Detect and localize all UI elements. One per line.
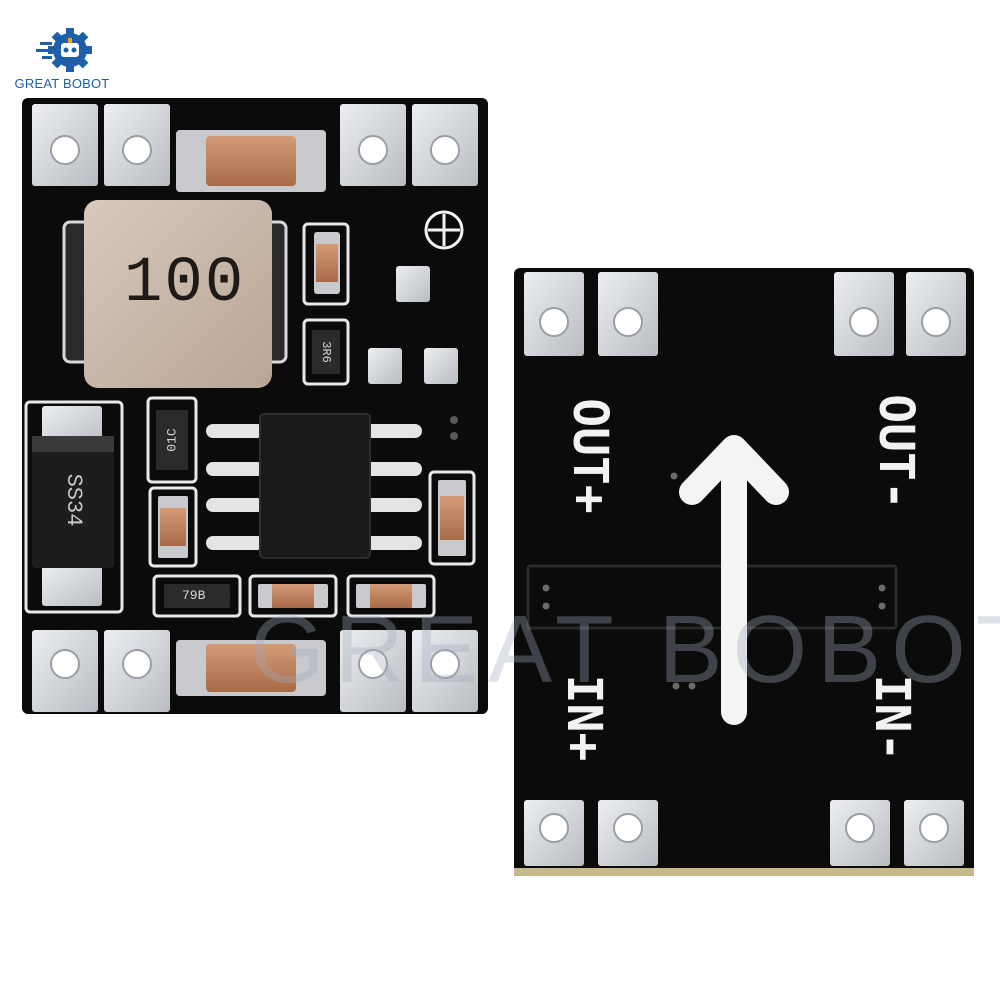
resistor-3r6 — [312, 330, 340, 374]
resistor-marking-3r6: 3R6 — [319, 341, 333, 363]
test-pad — [396, 266, 430, 302]
pads-bottom — [32, 630, 478, 712]
arrow-up-icon — [679, 435, 789, 725]
capacitor-small-1 — [316, 244, 338, 282]
resistor-79b — [164, 584, 230, 608]
capacitor-small-3 — [440, 496, 464, 540]
pads-top — [32, 104, 478, 186]
capacitor-top — [206, 136, 296, 186]
capacitor-small-4 — [272, 584, 314, 608]
inductor — [84, 200, 272, 388]
label-out-minus: OUT- — [868, 394, 924, 510]
resistor-01c — [156, 410, 188, 470]
ic-chip — [206, 413, 422, 559]
diode-marking: SS34 — [61, 473, 86, 527]
label-in-plus: IN+ — [556, 674, 612, 762]
test-pad — [424, 348, 458, 384]
robot-gear-icon — [36, 28, 92, 72]
resistor-marking-79b: 79B — [182, 588, 206, 603]
capacitor-small-2 — [160, 508, 186, 546]
test-pad — [368, 348, 402, 384]
inductor-marking: 100 — [124, 248, 246, 320]
board-front — [22, 98, 488, 714]
plus-marker-icon — [424, 210, 464, 250]
brand-name: GREAT BOBOT — [14, 76, 110, 91]
brand-logo: GREAT BOBOT — [12, 28, 112, 98]
resistor-marking-01c: 01C — [164, 428, 180, 452]
label-out-plus: OUT+ — [562, 398, 618, 514]
capacitor-small-5 — [370, 584, 412, 608]
board-back — [514, 268, 974, 876]
capacitor-bottom — [206, 644, 296, 692]
label-in-minus: IN- — [864, 674, 920, 762]
diode-ss34 — [32, 436, 114, 568]
